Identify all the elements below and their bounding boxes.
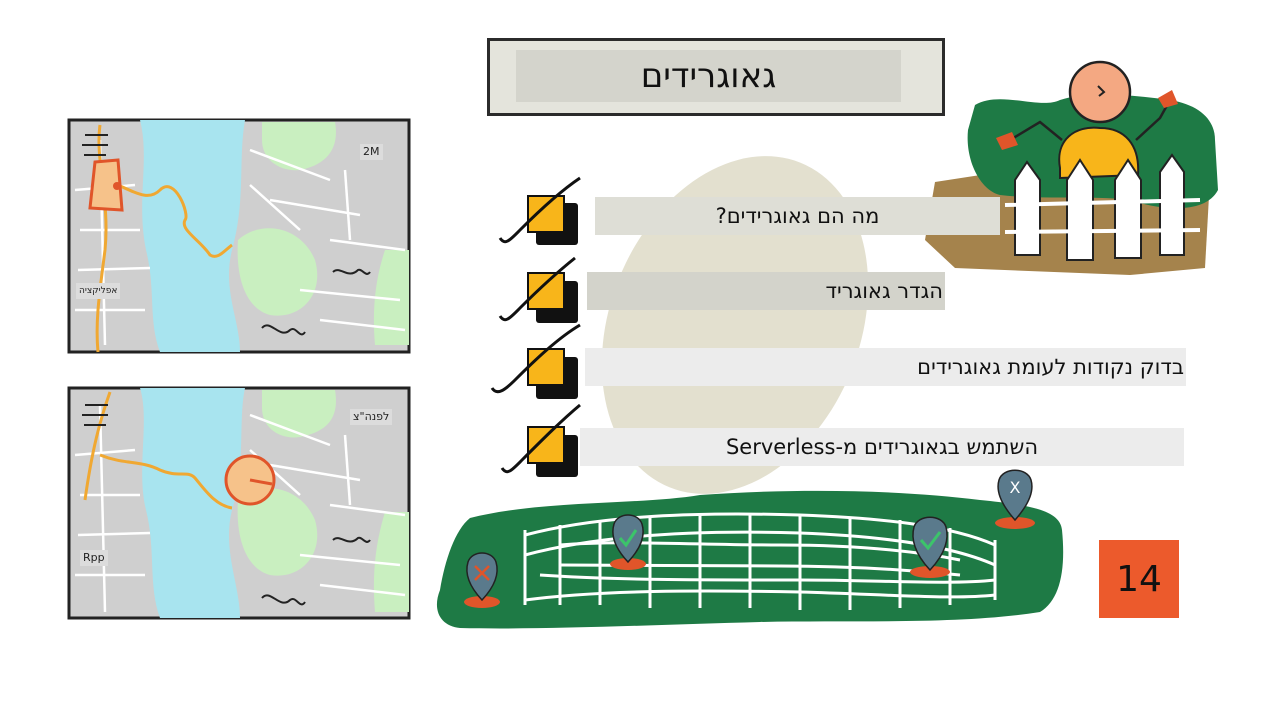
fence-field-illustration [436, 469, 1064, 629]
map-top-scale-label: 2M [360, 144, 383, 160]
check-icon-3 [490, 323, 581, 399]
page-title: גאוגרידים [640, 56, 777, 96]
pin-check-icon-1 [610, 514, 646, 570]
checklist-item-1: מה הם גאוגרידים? [595, 197, 1000, 235]
map-bottom-tag-label: לפנה"צ [350, 409, 393, 425]
map-bottom-app-label: Rpp [80, 550, 108, 566]
page-number-badge: 14 [1099, 540, 1179, 618]
map-bottom [67, 386, 411, 620]
check-icon-4 [500, 403, 581, 477]
map-top [67, 118, 411, 354]
check-icon-1 [498, 176, 581, 245]
pin-red-x-icon [464, 552, 500, 608]
pin-x-icon [995, 469, 1035, 529]
marker-x-label: X [1009, 478, 1021, 497]
checklist-item-3: בדוק נקודות לעומת גאוגרידים [585, 348, 1186, 386]
map-top-app-label: אפליקציה [76, 283, 121, 299]
title-background [516, 50, 901, 102]
person-fence-illustration [925, 60, 1218, 275]
beige-oval [601, 156, 869, 494]
pin-check-icon-2 [910, 516, 950, 578]
checkbox-icons [490, 176, 581, 477]
checklist-item-2: הגדר גאוגריד [587, 272, 945, 310]
check-icon-2 [498, 256, 578, 323]
checklist-item-4: השתמש בגאוגרידים מ-Serverless [580, 428, 1184, 466]
